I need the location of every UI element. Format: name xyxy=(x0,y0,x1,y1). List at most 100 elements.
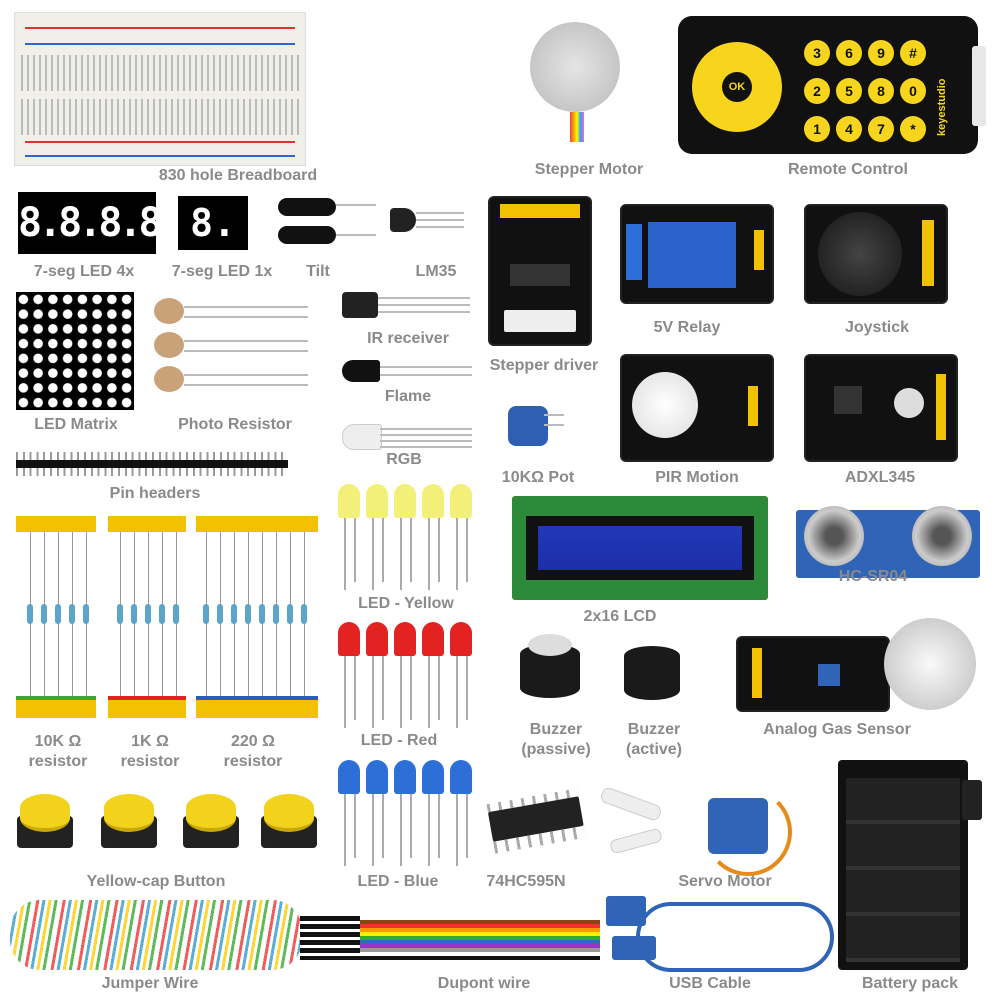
jumper-wires xyxy=(10,900,302,970)
gas-sensor-mesh xyxy=(884,618,976,710)
dupont-wires xyxy=(300,910,600,970)
pir-motion-sensor xyxy=(620,354,774,462)
usb-cable xyxy=(606,896,836,972)
yellow-button-1 xyxy=(14,794,76,856)
buzzer-active-type: (active) xyxy=(625,741,683,758)
relay-label: 5V Relay xyxy=(653,319,721,336)
lcd-display xyxy=(512,496,768,600)
joystick-module xyxy=(804,204,948,304)
key-star[interactable]: * xyxy=(900,116,926,142)
ic-label: 74HC595N xyxy=(486,873,566,890)
pin-headers-label: Pin headers xyxy=(109,485,201,502)
lm35-sensor xyxy=(390,208,470,238)
resistors-10k xyxy=(16,516,96,718)
ir-receiver-label: IR receiver xyxy=(367,330,449,347)
gas-sensor-module xyxy=(736,636,890,712)
lm35-label: LM35 xyxy=(415,263,457,280)
lcd-label: 2x16 LCD xyxy=(583,608,657,625)
key-9[interactable]: 9 xyxy=(868,40,894,66)
buzzer-passive xyxy=(520,634,586,714)
res-10k-word: resistor xyxy=(28,753,88,770)
seg-led-1x: 8. xyxy=(178,196,248,250)
remote-control: OK 3 6 9 # 2 5 8 0 1 4 7 * keyestudio xyxy=(678,16,986,154)
led-matrix xyxy=(16,292,134,410)
jumper-wire-label: Jumper Wire xyxy=(101,975,199,992)
res-220-word: resistor xyxy=(223,753,283,770)
yellow-button-4 xyxy=(258,794,320,856)
leds-red xyxy=(336,622,476,732)
pot-label: 10KΩ Pot xyxy=(501,469,575,486)
buzzer-passive-type: (passive) xyxy=(521,741,591,758)
stepper-motor-label: Stepper Motor xyxy=(534,161,644,178)
stepper-motor xyxy=(520,22,630,142)
key-7[interactable]: 7 xyxy=(868,116,894,142)
resistors-1k xyxy=(108,516,186,718)
key-2[interactable]: 2 xyxy=(804,78,830,104)
res-10k-value: 10K Ω xyxy=(34,733,82,750)
res-10k-label: 10K Ω resistor xyxy=(29,732,88,772)
tilt-label: Tilt xyxy=(306,263,330,280)
photo-resistor-label: Photo Resistor xyxy=(178,416,292,433)
gas-sensor-label: Analog Gas Sensor xyxy=(763,721,911,738)
breadboard xyxy=(14,12,306,166)
key-0[interactable]: 0 xyxy=(900,78,926,104)
res-1k-value: 1K Ω xyxy=(131,733,169,750)
ok-button[interactable]: OK xyxy=(722,72,752,102)
key-hash[interactable]: # xyxy=(900,40,926,66)
stepper-driver-label: Stepper driver xyxy=(489,357,599,374)
flame-label: Flame xyxy=(384,388,432,405)
seg-led-4x: 8.8.8.8. xyxy=(18,192,183,254)
key-1[interactable]: 1 xyxy=(804,116,830,142)
res-1k-word: resistor xyxy=(120,753,180,770)
key-3[interactable]: 3 xyxy=(804,40,830,66)
tilt-switch xyxy=(278,196,378,252)
led-matrix-label: LED Matrix xyxy=(34,416,118,433)
led-yellow-label: LED - Yellow xyxy=(358,595,454,612)
battery-pack xyxy=(838,760,982,970)
yellow-button-3 xyxy=(180,794,242,856)
adxl345-label: ADXL345 xyxy=(844,469,916,486)
adxl345-module xyxy=(804,354,958,462)
key-4[interactable]: 4 xyxy=(836,116,862,142)
buzzer-active xyxy=(624,640,684,720)
button-label: Yellow-cap Button xyxy=(86,873,226,890)
usb-cable-label: USB Cable xyxy=(669,975,751,992)
stepper-driver xyxy=(488,196,592,346)
seg-led-1x-label: 7-seg LED 1x xyxy=(171,263,273,280)
yellow-button-2 xyxy=(98,794,160,856)
led-red-label: LED - Red xyxy=(360,732,438,749)
brand-logo: keyestudio xyxy=(936,78,948,136)
res-1k-label: 1K Ω resistor xyxy=(121,732,180,772)
servo-motor xyxy=(599,785,792,876)
breadboard-label: 830 hole Breadboard xyxy=(158,167,318,184)
potentiometer xyxy=(504,398,564,454)
rgb-led xyxy=(342,424,474,450)
dupont-wire-label: Dupont wire xyxy=(437,975,531,992)
res-220-value: 220 Ω xyxy=(231,733,275,750)
buzzer-active-label: Buzzer (active) xyxy=(626,720,682,760)
buzzer-passive-word: Buzzer xyxy=(529,721,583,738)
leds-blue xyxy=(336,760,476,870)
resistors-220 xyxy=(196,516,318,718)
battery-pack-label: Battery pack xyxy=(861,975,959,992)
joystick-label: Joystick xyxy=(844,319,910,336)
key-5[interactable]: 5 xyxy=(836,78,862,104)
ic-74hc595n xyxy=(485,782,586,857)
buzzer-active-word: Buzzer xyxy=(627,721,681,738)
pir-label: PIR Motion xyxy=(655,469,739,486)
ir-receiver xyxy=(342,292,472,322)
ultrasonic-sensor xyxy=(796,496,980,582)
buzzer-passive-label: Buzzer (passive) xyxy=(521,720,590,760)
key-8[interactable]: 8 xyxy=(868,78,894,104)
rgb-label: RGB xyxy=(386,451,422,468)
pin-headers xyxy=(16,452,288,476)
hcsr04-label: HC-SR04 xyxy=(838,568,908,585)
seg-led-4x-label: 7-seg LED 4x xyxy=(33,263,135,280)
leds-yellow xyxy=(336,484,476,594)
led-blue-label: LED - Blue xyxy=(357,873,439,890)
servo-label: Servo Motor xyxy=(678,873,772,890)
photo-resistors xyxy=(154,298,310,398)
key-6[interactable]: 6 xyxy=(836,40,862,66)
remote-control-label: Remote Control xyxy=(788,161,908,178)
flame-sensor xyxy=(342,360,474,384)
